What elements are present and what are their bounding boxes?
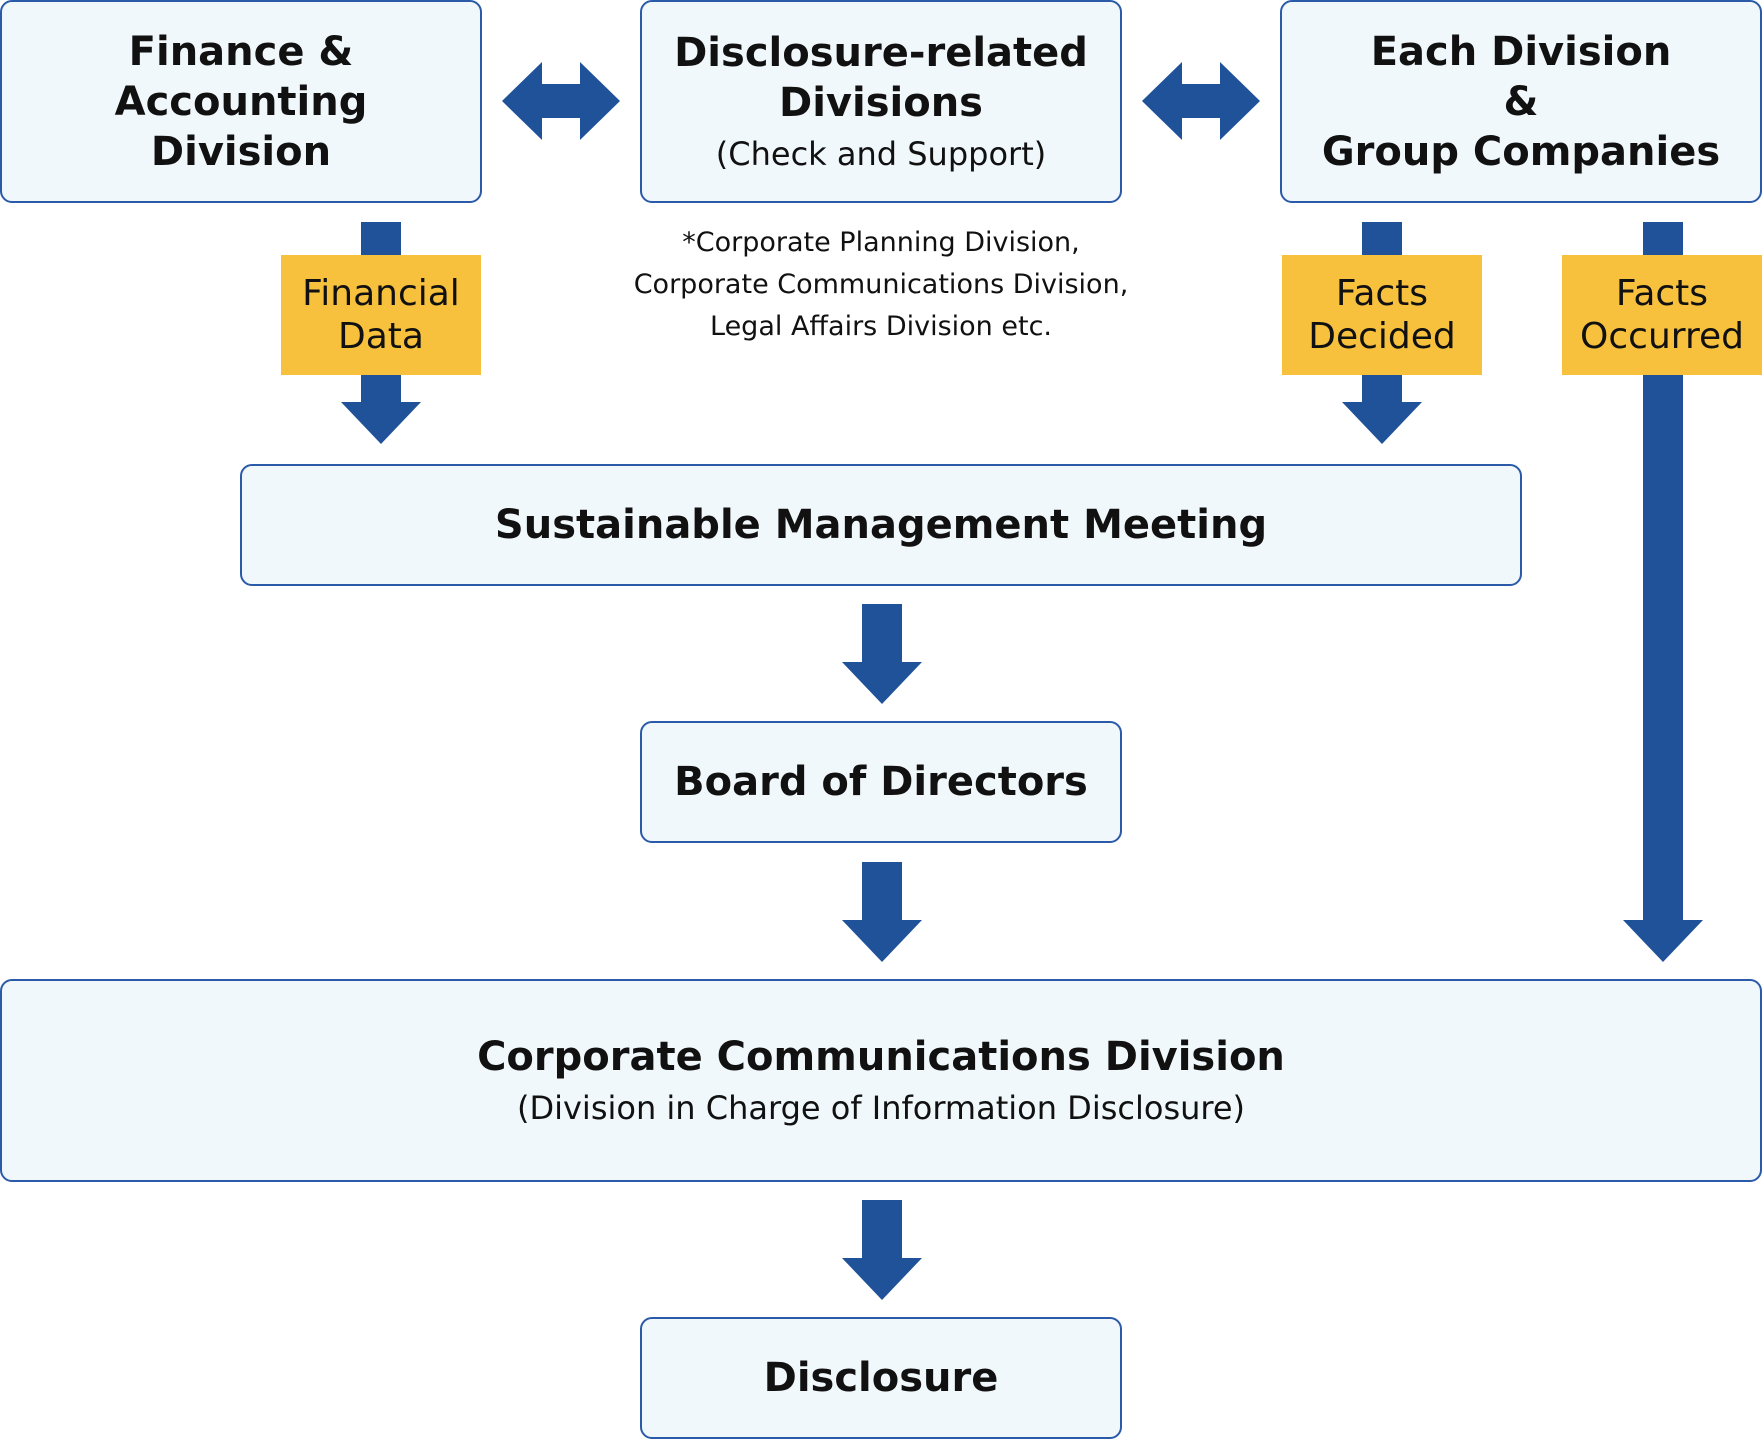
financial-data-line2: Data bbox=[338, 316, 424, 357]
board-of-directors-box: Board of Directors bbox=[640, 721, 1122, 843]
disclosure-related-box: Disclosure-related Divisions (Check and … bbox=[640, 0, 1122, 203]
sustainable-management-meeting-box: Sustainable Management Meeting bbox=[240, 464, 1522, 586]
each-division-box: Each Division & Group Companies bbox=[1280, 0, 1762, 203]
sustainable-title: Sustainable Management Meeting bbox=[494, 502, 1268, 548]
note-line2: Corporate Communications Division, bbox=[633, 269, 1129, 300]
board-title: Board of Directors bbox=[674, 759, 1088, 805]
corp-comm-title: Corporate Communications Division bbox=[477, 1033, 1285, 1080]
disclosure-related-note: *Corporate Planning Division, Corporate … bbox=[620, 222, 1142, 348]
facts-occurred-line2: Occurred bbox=[1580, 316, 1744, 357]
finance-accounting-box: Finance & Accounting Division bbox=[0, 0, 482, 203]
finance-title-line1: Finance & Accounting bbox=[114, 28, 368, 125]
facts-occurred-line1: Facts bbox=[1615, 273, 1709, 314]
corp-comm-subtitle: (Division in Charge of Information Discl… bbox=[516, 1088, 1246, 1127]
disclosure-related-title-line1: Disclosure-related bbox=[674, 29, 1088, 76]
each-division-title-line2: & bbox=[1503, 78, 1539, 125]
disclosure-box: Disclosure bbox=[640, 1317, 1122, 1439]
down-arrow-facts-occurred bbox=[1623, 222, 1703, 962]
financial-data-line1: Financial bbox=[302, 273, 460, 314]
down-arrow-to-disclosure bbox=[842, 1200, 922, 1300]
each-division-title-line1: Each Division bbox=[1370, 28, 1672, 75]
double-arrow-left bbox=[502, 62, 620, 140]
note-line1: *Corporate Planning Division, bbox=[682, 227, 1080, 258]
financial-data-tag: Financial Data bbox=[281, 255, 481, 375]
down-arrow-to-board bbox=[842, 604, 922, 704]
disclosure-related-subtitle: (Check and Support) bbox=[715, 134, 1047, 173]
facts-decided-tag: Facts Decided bbox=[1282, 255, 1482, 375]
facts-occurred-tag: Facts Occurred bbox=[1562, 255, 1762, 375]
each-division-title-line3: Group Companies bbox=[1321, 128, 1721, 175]
down-arrow-to-corp-comm bbox=[842, 862, 922, 962]
finance-title-line2: Division bbox=[150, 128, 332, 175]
facts-decided-line1: Facts bbox=[1335, 273, 1429, 314]
disclosure-title: Disclosure bbox=[763, 1355, 999, 1401]
double-arrow-right bbox=[1142, 62, 1260, 140]
disclosure-related-title-line2: Divisions bbox=[779, 79, 983, 126]
facts-decided-line2: Decided bbox=[1308, 316, 1456, 357]
corporate-communications-box: Corporate Communications Division (Divis… bbox=[0, 979, 1762, 1182]
note-line3: Legal Affairs Division etc. bbox=[710, 311, 1052, 342]
